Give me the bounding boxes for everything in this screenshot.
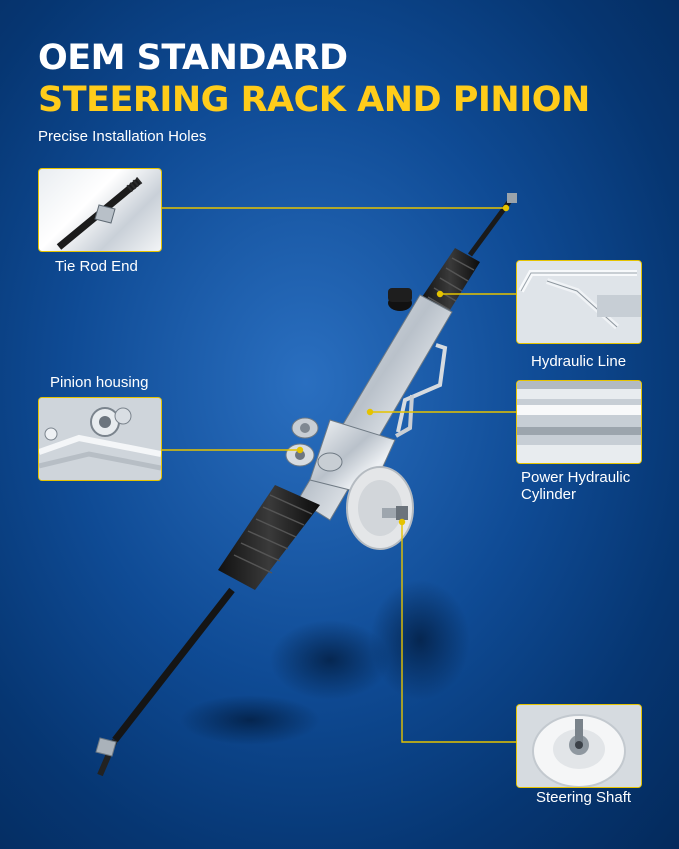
label-power-hydraulic-cylinder: Power Hydraulic Cylinder: [521, 469, 630, 503]
product-shadow: [180, 580, 470, 745]
subtitle: Precise Installation Holes: [38, 128, 207, 145]
inset-hydraulic-line: [516, 260, 642, 344]
lower-tie-rod: [95, 587, 235, 777]
inset-tie-rod-end: [38, 168, 162, 252]
label-steering-shaft: Steering Shaft: [536, 789, 632, 806]
hydraulic-line-photo: [517, 261, 641, 343]
inset-power-hydraulic-cylinder: [516, 380, 642, 464]
tie-rod-end-photo: [56, 175, 144, 250]
callout-line-steering-shaft: [401, 522, 516, 743]
headline-line2: STEERING RACK AND PINION: [38, 80, 590, 120]
power-hydraulic-cylinder-photo: [517, 381, 641, 463]
label-power-hydraulic-cylinder-line1: Power Hydraulic: [521, 469, 631, 486]
steering-shaft-photo: [517, 705, 641, 787]
steering-shaft-pulley: [346, 466, 414, 550]
upper-rubber-boot: [420, 248, 480, 318]
upper-tie-rod: [467, 193, 517, 257]
label-hydraulic-line: Hydraulic Line: [531, 353, 627, 370]
headline-line1: OEM STANDARD: [38, 38, 348, 78]
lower-rubber-boot: [218, 485, 320, 590]
label-pinion-housing: Pinion housing: [50, 374, 149, 391]
label-tie-rod-end: Tie Rod End: [55, 258, 138, 275]
inset-steering-shaft: [516, 704, 642, 788]
pinion-housing: [285, 417, 343, 472]
callout-lines: [162, 204, 516, 743]
pinion-housing-photo: [39, 398, 161, 480]
label-power-hydraulic-cylinder-line2: Cylinder: [521, 486, 577, 503]
inset-pinion-housing: [38, 397, 162, 481]
